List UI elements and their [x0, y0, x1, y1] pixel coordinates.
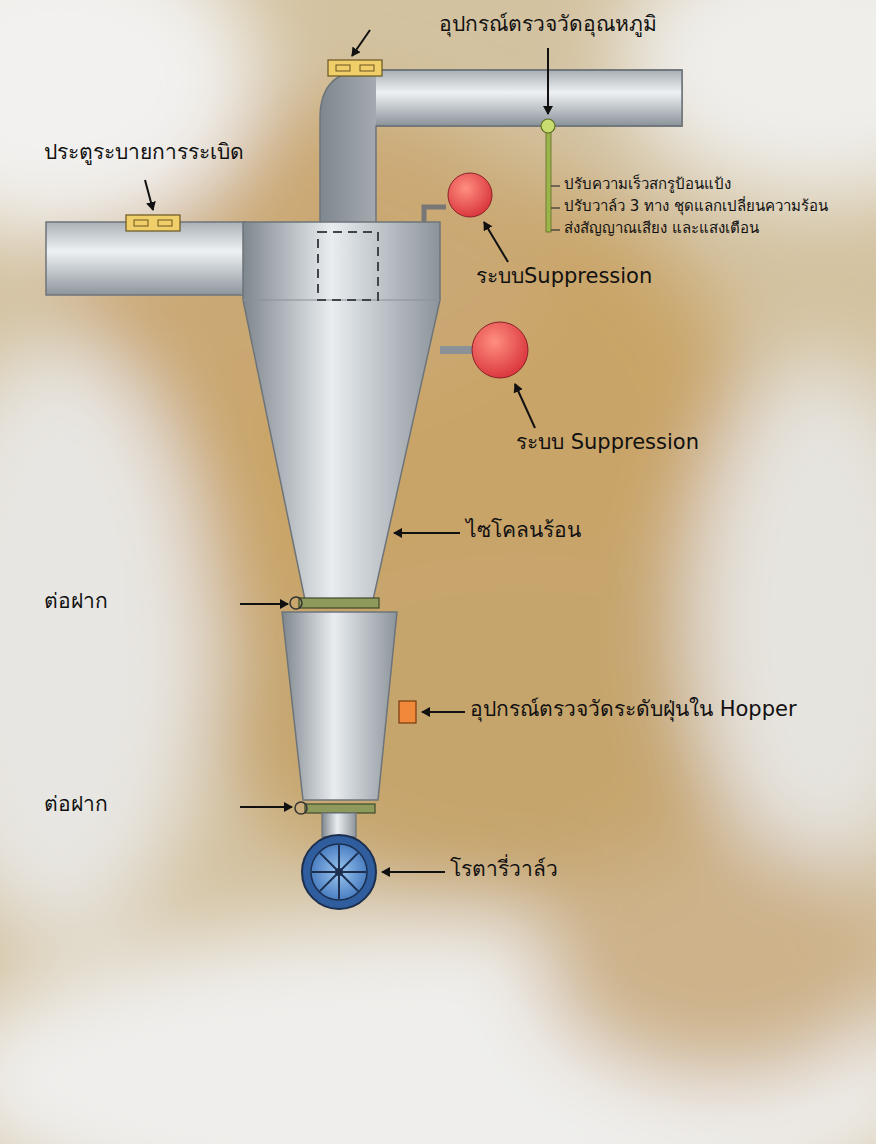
function-note: ส่งสัญญาณเสียง และแสงเตือน [564, 219, 759, 237]
vent-label: ประตูระบายการระเบิด [44, 140, 244, 165]
part-label: ต่อฝาก [44, 589, 108, 614]
sensor-label: อุปกรณ์ตรวจวัดอุณหภูมิ [439, 12, 657, 37]
valve-vane [312, 871, 339, 873]
part-label: ไซโคลนร้อน [466, 518, 581, 543]
suppression-label: ระบบ Suppression [516, 430, 699, 455]
valve-vane [339, 872, 358, 891]
valve-vane [338, 845, 340, 872]
part-label: ต่อฝาก [44, 792, 108, 817]
valve-vane [339, 871, 366, 873]
valve-vane [338, 872, 340, 899]
sensor-label: อุปกรณ์ตรวจวัดระดับฝุ่นใน Hopper [470, 697, 797, 722]
function-note: ปรับความเร็วสกรูป้อนแป้ง [564, 175, 731, 193]
function-note: ปรับวาล์ว 3 ทาง ชุดแลกเปลี่ยนความร้อน [564, 197, 828, 215]
valve-vane [320, 872, 339, 891]
valve-vane [320, 853, 339, 872]
valve-vane [339, 853, 358, 872]
part-label: โรตารี่วาล์ว [450, 857, 558, 882]
suppression-label: ระบบSuppression [476, 264, 652, 289]
